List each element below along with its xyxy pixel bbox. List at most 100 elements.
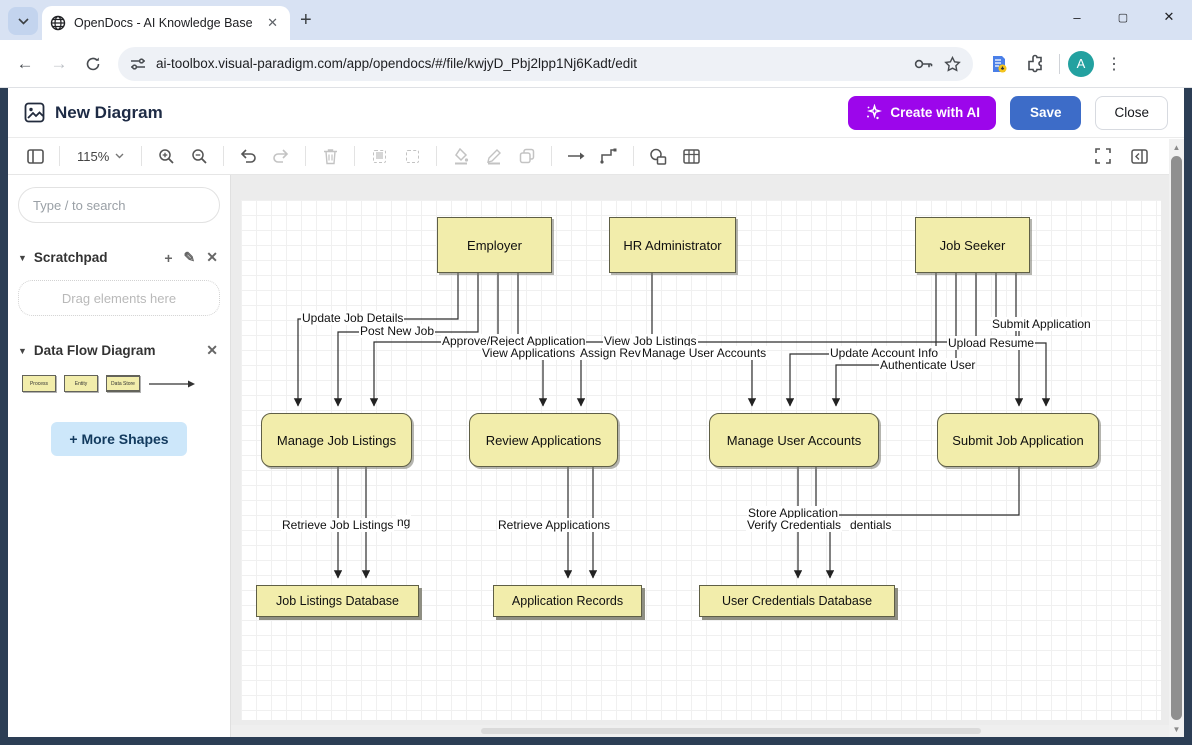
line-style-pencil-icon[interactable] bbox=[481, 143, 507, 169]
more-shapes-button[interactable]: + More Shapes bbox=[51, 422, 186, 456]
scratchpad-header: ▼ Scratchpad + ✎ ✕ bbox=[18, 249, 220, 266]
undo-icon[interactable] bbox=[235, 143, 261, 169]
redo-icon[interactable] bbox=[268, 143, 294, 169]
horizontal-scrollbar[interactable] bbox=[231, 725, 1169, 737]
browser-tab[interactable]: OpenDocs - AI Knowledge Base ✕ bbox=[42, 6, 290, 40]
edge-label[interactable]: View Applications bbox=[481, 346, 576, 360]
dfd-close-icon[interactable]: ✕ bbox=[204, 342, 220, 359]
scratchpad-dropzone[interactable]: Drag elements here bbox=[18, 280, 220, 316]
entity-hr-administrator[interactable]: HR Administrator bbox=[609, 217, 736, 273]
chevron-down-icon[interactable]: ▼ bbox=[18, 253, 27, 263]
zoom-level-value: 115% bbox=[77, 149, 109, 164]
entity-employer[interactable]: Employer bbox=[437, 217, 552, 273]
address-bar[interactable]: ai-toolbox.visual-paradigm.com/app/opend… bbox=[118, 47, 973, 81]
save-button[interactable]: Save bbox=[1010, 96, 1082, 130]
edge-label[interactable]: Authenticate User bbox=[879, 358, 976, 372]
store-user-credentials-database[interactable]: User Credentials Database bbox=[699, 585, 895, 617]
delete-icon[interactable] bbox=[317, 143, 343, 169]
page-title: New Diagram bbox=[55, 103, 163, 123]
process-manage-user-accounts[interactable]: Manage User Accounts bbox=[709, 413, 879, 467]
toolbar-separator bbox=[633, 146, 634, 166]
reading-list-icon[interactable] bbox=[983, 48, 1015, 80]
select-shape-icon[interactable] bbox=[366, 143, 392, 169]
toolbar-separator bbox=[436, 146, 437, 166]
reload-icon[interactable] bbox=[78, 49, 108, 79]
store-job-listings-database[interactable]: Job Listings Database bbox=[256, 585, 419, 617]
scratchpad-edit-icon[interactable]: ✎ bbox=[182, 249, 198, 266]
shape-entity[interactable]: Entity bbox=[64, 375, 98, 392]
browser-urlbar: ← → ai-toolbox.visual-paradigm.com/app/o… bbox=[0, 40, 1192, 88]
shape-flow-arrow[interactable] bbox=[148, 379, 196, 389]
scratchpad-close-icon[interactable]: ✕ bbox=[204, 249, 220, 266]
edge-label[interactable]: Manage User Accounts bbox=[641, 346, 767, 360]
shape-sidebar: ▼ Scratchpad + ✎ ✕ Drag elements here ▼ … bbox=[8, 175, 230, 737]
window-controls: – ▢ ✕ bbox=[1054, 0, 1192, 34]
collapse-panel-icon[interactable] bbox=[1126, 143, 1152, 169]
entity-job-seeker[interactable]: Job Seeker bbox=[915, 217, 1030, 273]
store-application-records[interactable]: Application Records bbox=[493, 585, 642, 617]
toolbar-separator bbox=[141, 146, 142, 166]
site-settings-icon[interactable] bbox=[130, 57, 146, 71]
chevron-down-icon[interactable]: ▼ bbox=[18, 346, 27, 356]
create-with-ai-button[interactable]: Create with AI bbox=[848, 96, 996, 130]
shape-process[interactable]: Process bbox=[22, 375, 56, 392]
url-text[interactable]: ai-toolbox.visual-paradigm.com/app/opend… bbox=[156, 56, 904, 71]
vertical-scrollbar[interactable]: ▲ ▼ bbox=[1169, 139, 1184, 737]
extensions-puzzle-icon[interactable] bbox=[1019, 48, 1051, 80]
toolbar-separator bbox=[551, 146, 552, 166]
profile-avatar[interactable]: A bbox=[1068, 51, 1094, 77]
tab-search-button[interactable] bbox=[8, 7, 38, 35]
edge-label[interactable]: Update Job Details bbox=[301, 311, 404, 325]
fullscreen-icon[interactable] bbox=[1090, 143, 1116, 169]
back-icon[interactable]: ← bbox=[10, 49, 40, 79]
bookmark-star-icon[interactable] bbox=[944, 56, 961, 72]
edge-label-remnant[interactable]: dentials bbox=[849, 518, 892, 532]
password-key-icon[interactable] bbox=[914, 58, 934, 70]
table-icon[interactable] bbox=[678, 143, 704, 169]
scratchpad-title: Scratchpad bbox=[34, 250, 108, 265]
edge-label[interactable]: Post New Job bbox=[359, 324, 435, 338]
minimize-button[interactable]: – bbox=[1054, 0, 1100, 34]
shapes-icon[interactable] bbox=[645, 143, 671, 169]
zoom-out-icon[interactable] bbox=[186, 143, 212, 169]
forward-icon[interactable]: → bbox=[44, 49, 74, 79]
marquee-select-icon[interactable] bbox=[399, 143, 425, 169]
fill-color-icon[interactable] bbox=[448, 143, 474, 169]
zoom-level-dropdown[interactable]: 115% bbox=[71, 149, 130, 164]
vertical-scrollbar-thumb[interactable] bbox=[1171, 156, 1182, 720]
process-review-applications[interactable]: Review Applications bbox=[469, 413, 618, 467]
sparkle-icon bbox=[864, 104, 882, 122]
edge-label[interactable]: Verify Credentials bbox=[746, 518, 842, 532]
chevron-down-icon bbox=[18, 18, 29, 25]
edge-label-remnant[interactable]: ng bbox=[396, 515, 411, 529]
browser-menu-icon[interactable]: ⋮ bbox=[1098, 48, 1130, 80]
copy-style-icon[interactable] bbox=[514, 143, 540, 169]
new-tab-button[interactable]: + bbox=[300, 9, 312, 32]
window-close-button[interactable]: ✕ bbox=[1146, 0, 1192, 34]
elbow-connector-icon[interactable] bbox=[596, 143, 622, 169]
dfd-section-title: Data Flow Diagram bbox=[34, 343, 156, 358]
toggle-sidebar-icon[interactable] bbox=[22, 143, 48, 169]
edge-label[interactable]: Submit Application bbox=[991, 317, 1092, 331]
edge-label[interactable]: Upload Resume bbox=[947, 336, 1035, 350]
scroll-down-arrow[interactable]: ▼ bbox=[1169, 722, 1184, 736]
edge-label[interactable]: Retrieve Applications bbox=[497, 518, 611, 532]
process-manage-job-listings[interactable]: Manage Job Listings bbox=[261, 413, 412, 467]
horizontal-scrollbar-thumb[interactable] bbox=[481, 728, 981, 734]
search-input[interactable] bbox=[18, 187, 220, 223]
tab-close-icon[interactable]: ✕ bbox=[263, 14, 282, 32]
edge-label[interactable]: Retrieve Job Listings bbox=[281, 518, 394, 532]
opendocs-app: New Diagram Create with AI Save Close 11… bbox=[8, 88, 1184, 737]
close-button[interactable]: Close bbox=[1095, 96, 1168, 130]
diagram-paper[interactable]: Employer HR Administrator Job Seeker Man… bbox=[241, 200, 1161, 720]
maximize-button[interactable]: ▢ bbox=[1100, 0, 1146, 34]
diagram-canvas[interactable]: Employer HR Administrator Job Seeker Man… bbox=[230, 175, 1184, 737]
zoom-in-icon[interactable] bbox=[153, 143, 179, 169]
process-submit-job-application[interactable]: Submit Job Application bbox=[937, 413, 1099, 467]
tab-title: OpenDocs - AI Knowledge Base bbox=[74, 16, 255, 30]
scratchpad-add-icon[interactable]: + bbox=[162, 250, 174, 266]
edge-label-remnant[interactable]: Assign Rev bbox=[579, 346, 642, 360]
shape-data-store[interactable]: Data Store bbox=[106, 375, 140, 392]
scroll-up-arrow[interactable]: ▲ bbox=[1169, 140, 1184, 154]
straight-connector-icon[interactable] bbox=[563, 143, 589, 169]
